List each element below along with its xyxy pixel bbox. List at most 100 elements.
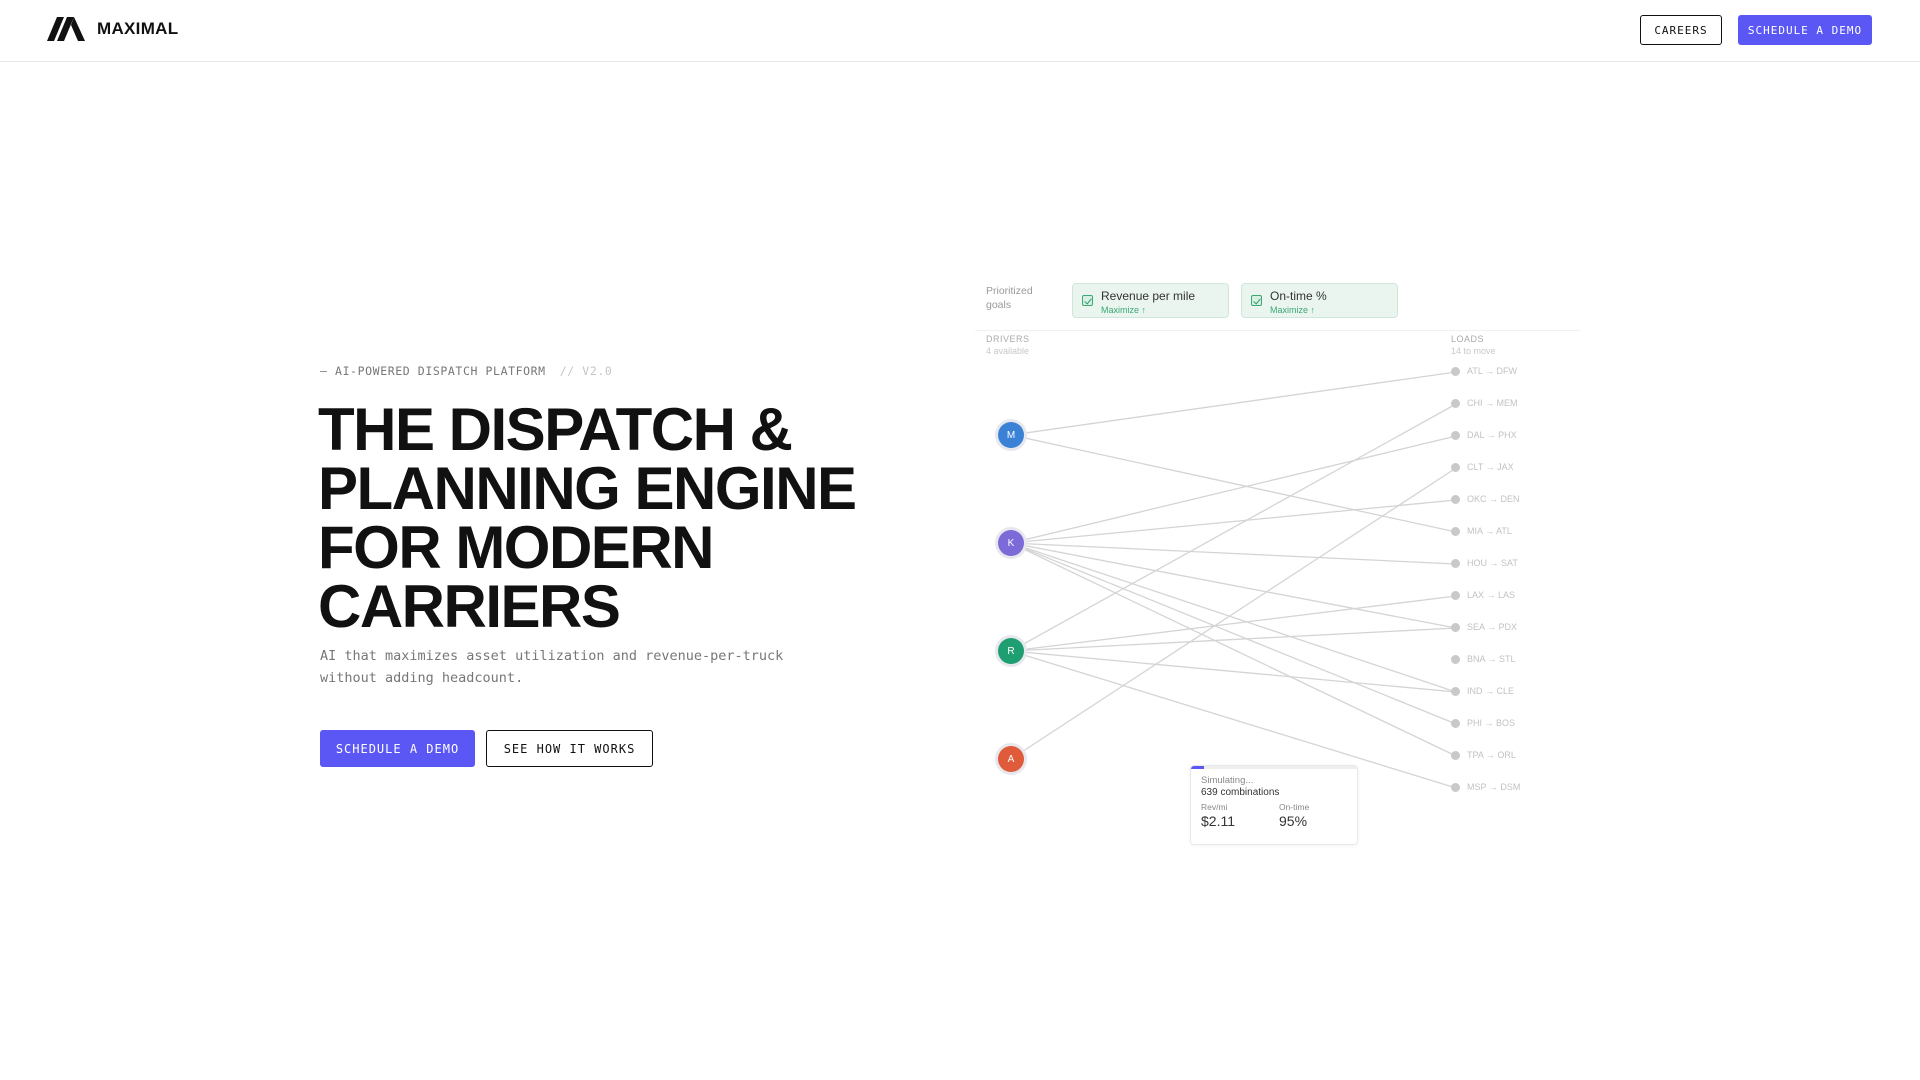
headline-line: PLANNING ENGINE — [318, 455, 857, 522]
hero-subtext: AI that maximizes asset utilization and … — [320, 645, 840, 689]
assignment-line — [1010, 434, 1457, 533]
driver-avatar[interactable]: M — [998, 422, 1024, 448]
load-route: PHI → BOS — [1467, 718, 1516, 728]
load-route: ATL → DFW — [1467, 366, 1517, 376]
drivers-title: DRIVERS — [986, 334, 1030, 344]
brand-logo[interactable]: MAXIMAL — [47, 17, 178, 41]
load-dot-icon — [1451, 686, 1460, 696]
hero-headline: THE DISPATCH & PLANNING ENGINE FOR MODER… — [318, 396, 878, 640]
assignment-line — [1010, 542, 1457, 629]
headline-line: THE DISPATCH & — [318, 396, 793, 463]
load-dot-icon — [1451, 622, 1460, 632]
load-route: TPA → ORL — [1467, 750, 1516, 760]
assignment-lines — [1010, 371, 1457, 789]
checkbox-icon[interactable] — [1082, 295, 1093, 306]
load-dot-icon — [1451, 462, 1460, 472]
headline-line: FOR MODERN — [318, 514, 714, 581]
assignment-line — [1010, 542, 1457, 693]
see-how-it-works-button[interactable]: SEE HOW IT WORKS — [486, 730, 653, 767]
assignment-line — [1010, 542, 1457, 757]
goals-label: Prioritized goals — [986, 285, 1033, 311]
goal-direction: Maximize ↑ — [1270, 305, 1316, 315]
load-item[interactable]: DAL → PHX — [1451, 430, 1517, 440]
assignment-line — [1010, 542, 1457, 565]
goal-card-on-time[interactable]: On-time % Maximize ↑ — [1241, 283, 1398, 318]
drivers-count: 4 available — [986, 346, 1030, 356]
goal-title: On-time % — [1270, 289, 1327, 303]
assignment-line — [1010, 627, 1457, 652]
metric-label: On-time — [1279, 802, 1310, 812]
load-dot-icon — [1451, 558, 1460, 568]
load-item[interactable]: MIA → ATL — [1451, 526, 1512, 536]
simulation-combinations: 639 combinations — [1201, 787, 1280, 798]
load-route: CHI → MEM — [1467, 398, 1518, 408]
load-dot-icon — [1451, 494, 1460, 504]
load-route: CLT → JAX — [1467, 462, 1514, 472]
assignment-line — [1010, 435, 1457, 544]
load-route: OKC → DEN — [1467, 494, 1520, 504]
load-route: HOU → SAT — [1467, 558, 1518, 568]
load-item[interactable]: SEA → PDX — [1451, 622, 1517, 632]
goal-card-revenue[interactable]: Revenue per mile Maximize ↑ — [1072, 283, 1229, 318]
load-item[interactable]: OKC → DEN — [1451, 494, 1520, 504]
driver-avatar[interactable]: K — [998, 530, 1024, 556]
load-item[interactable]: BNA → STL — [1451, 654, 1516, 664]
progress-track — [1191, 766, 1357, 769]
load-route: SEA → PDX — [1467, 622, 1518, 632]
load-route: IND → CLE — [1467, 686, 1515, 696]
load-item[interactable]: PHI → BOS — [1451, 718, 1515, 728]
goal-direction: Maximize ↑ — [1101, 305, 1147, 315]
load-item[interactable]: IND → CLE — [1451, 686, 1514, 696]
assignment-line — [1010, 403, 1457, 652]
careers-button[interactable]: CAREERS — [1640, 15, 1722, 45]
load-route: DAL → PHX — [1467, 430, 1517, 440]
load-item[interactable]: MSP → DSM — [1451, 782, 1520, 792]
subtext-line: AI that maximizes asset utilization and … — [320, 648, 784, 664]
dispatch-visualization: Prioritized goals Revenue per mile Maxim… — [975, 280, 1580, 860]
assignment-line — [1010, 650, 1457, 693]
goal-title: Revenue per mile — [1101, 289, 1196, 303]
loads-count: 14 to move — [1451, 346, 1496, 356]
assignment-line — [1010, 595, 1457, 652]
load-item[interactable]: ATL → DFW — [1451, 366, 1517, 376]
schedule-demo-nav-button[interactable]: SCHEDULE A DEMO — [1738, 15, 1872, 45]
divider — [975, 330, 1580, 331]
assignment-line — [1010, 499, 1457, 544]
version-tag: // V2.0 — [559, 364, 613, 378]
load-dot-icon — [1451, 782, 1460, 792]
subtext-line: without adding headcount. — [320, 670, 524, 686]
site-header: MAXIMAL CAREERS SCHEDULE A DEMO — [0, 0, 1920, 62]
load-route: LAX → LAS — [1467, 590, 1516, 600]
load-item[interactable]: CLT → JAX — [1451, 462, 1514, 472]
maximal-logo-icon — [47, 17, 85, 41]
schedule-demo-button[interactable]: SCHEDULE A DEMO — [320, 730, 475, 767]
simulation-status: Simulating... — [1201, 775, 1254, 786]
metric-value: 95% — [1279, 813, 1308, 829]
loads-title: LOADS — [1451, 334, 1485, 344]
metric-label: Rev/mi — [1201, 802, 1228, 812]
headline-line: CARRIERS — [318, 573, 621, 640]
load-dot-icon — [1451, 430, 1460, 440]
load-route: BNA → STL — [1467, 654, 1516, 664]
load-dot-icon — [1451, 366, 1460, 376]
load-item[interactable]: HOU → SAT — [1451, 558, 1518, 568]
driver-avatar[interactable]: R — [998, 638, 1024, 664]
eyebrow-text: — AI-POWERED DISPATCH PLATFORM — [320, 364, 546, 378]
load-dot-icon — [1451, 526, 1460, 536]
driver-avatar[interactable]: A — [998, 746, 1024, 772]
load-item[interactable]: LAX → LAS — [1451, 590, 1515, 600]
assignment-line — [1010, 371, 1457, 436]
assignment-line — [1010, 650, 1457, 789]
load-dot-icon — [1451, 590, 1460, 600]
assignment-line — [1010, 542, 1457, 725]
load-dot-icon — [1451, 718, 1460, 728]
load-item[interactable]: TPA → ORL — [1451, 750, 1516, 760]
assignment-line — [1010, 467, 1457, 760]
load-dot-icon — [1451, 654, 1460, 664]
load-route: MIA → ATL — [1467, 526, 1512, 536]
simulation-panel: Simulating... 639 combinations Rev/mi $2… — [1190, 765, 1358, 845]
load-item[interactable]: CHI → MEM — [1451, 398, 1518, 408]
metric-value: $2.11 — [1201, 813, 1235, 829]
load-dot-icon — [1451, 398, 1460, 408]
checkbox-icon[interactable] — [1251, 295, 1262, 306]
